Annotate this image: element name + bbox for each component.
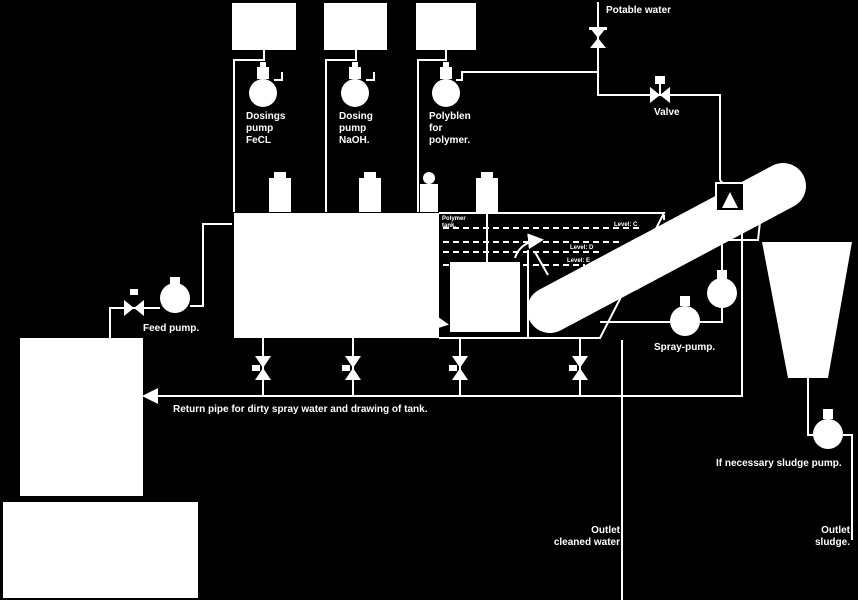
sludge-outlet-line	[807, 378, 853, 540]
mixer-motor-icon	[420, 172, 438, 212]
gate-valve-icon	[650, 76, 670, 103]
level-d-label: Level: D	[570, 245, 594, 251]
potable-water-line	[597, 2, 739, 203]
flow-arrow-icon	[431, 314, 449, 331]
level-lines	[443, 227, 640, 266]
spray-pump-lines	[600, 215, 761, 323]
gate-valve-icon	[252, 356, 271, 380]
spray-pump-label: Spray-pump.	[654, 342, 716, 353]
pump-icon	[249, 62, 277, 107]
flow-arrow-icon	[514, 233, 544, 259]
chemical-tank-fecl	[232, 3, 296, 50]
mixer-motor-icon	[476, 172, 498, 262]
level-c-label: Level: C	[614, 222, 638, 228]
gate-valve-icon	[589, 27, 607, 48]
return-pipe	[147, 228, 743, 397]
polymer-tank	[450, 262, 520, 332]
valve-label: Valve	[654, 107, 680, 118]
return-pipe-label: Return pipe for dirty spray water and dr…	[173, 404, 428, 415]
pump-icon	[160, 277, 190, 313]
pump-icon	[707, 270, 737, 308]
mixer-motor-icon	[269, 172, 291, 212]
flocculation-tank	[234, 213, 439, 338]
gate-valve-icon	[342, 356, 361, 380]
level-e-label: Level: E	[567, 258, 591, 264]
sludge-hopper	[762, 242, 852, 378]
pump-icon	[670, 296, 700, 336]
potable-water-label: Potable water	[606, 5, 672, 16]
drain-lines	[262, 338, 581, 396]
gate-valve-icon	[569, 356, 588, 380]
dosing-suction-lines	[233, 50, 598, 212]
flow-arrow-icon	[534, 251, 549, 276]
sludge-pump-label: If necessary sludge pump.	[716, 458, 842, 469]
gate-valve-icon	[124, 289, 144, 316]
gate-valve-icon	[449, 356, 468, 380]
feed-tank	[20, 338, 143, 496]
pump-icon	[341, 62, 369, 107]
buffer-tank	[3, 502, 198, 598]
chemical-tank-naoh	[324, 3, 387, 50]
mixer-motor-icon	[359, 172, 381, 212]
pump-icon	[813, 409, 843, 449]
chemical-tank-polymer	[416, 3, 476, 50]
pump-icon	[432, 62, 460, 107]
inclined-conveyor	[527, 163, 806, 333]
feed-pump-label: Feed pump.	[143, 323, 200, 334]
